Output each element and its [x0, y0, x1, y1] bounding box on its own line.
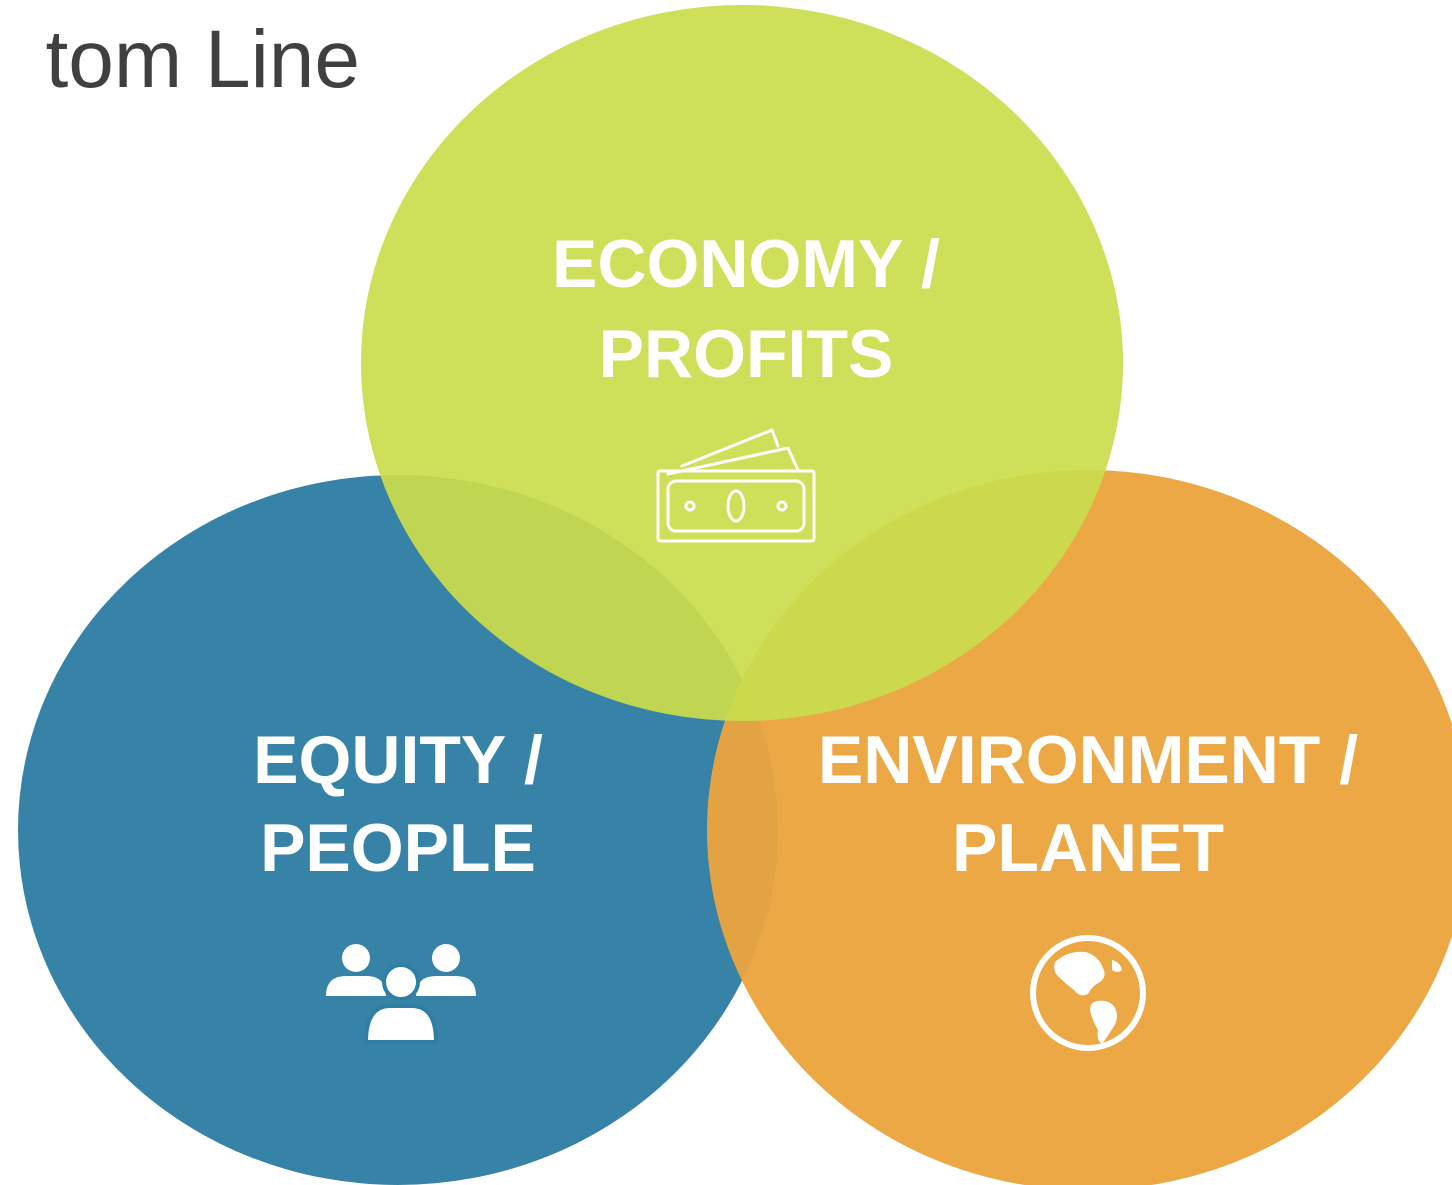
environment-label-line2: PLANET — [952, 810, 1224, 886]
slide-title: tom Line — [45, 14, 360, 105]
economy-label-line1: ECONOMY / — [552, 226, 940, 302]
environment-label-line1: ENVIRONMENT / — [818, 722, 1358, 798]
economy-label-line2: PROFITS — [599, 316, 894, 392]
equity-label-line1: EQUITY / — [253, 722, 543, 798]
equity-label-line2: PEOPLE — [260, 810, 536, 886]
economy-circle — [361, 5, 1123, 721]
globe-icon — [1030, 935, 1146, 1051]
people-group-icon — [326, 944, 476, 1044]
money-bills-icon — [656, 428, 816, 543]
